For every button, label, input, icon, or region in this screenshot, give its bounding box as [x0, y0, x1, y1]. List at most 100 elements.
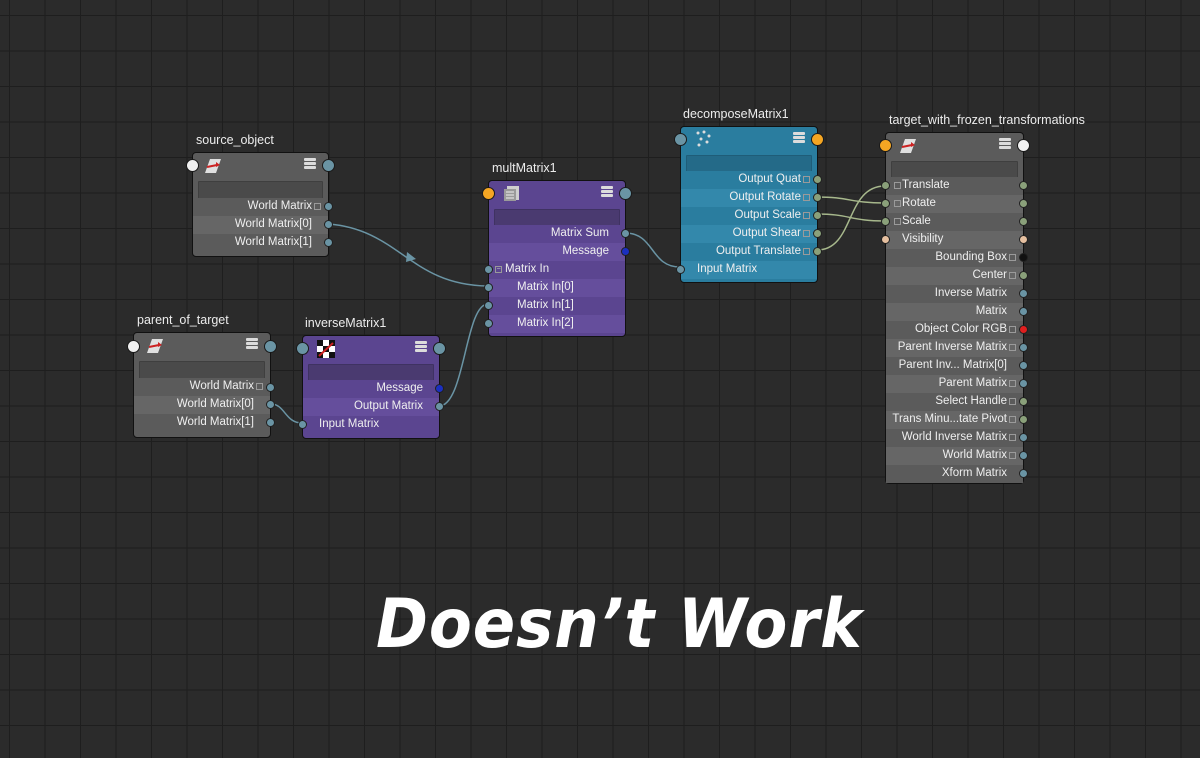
output-port[interactable]: [1019, 181, 1028, 190]
attr-row[interactable]: Object Color RGB: [886, 321, 1028, 339]
expand-icon[interactable]: [1009, 326, 1016, 333]
attr-row[interactable]: Matrix: [886, 303, 1028, 321]
attr-row[interactable]: World Matrix: [193, 198, 328, 216]
attr-row[interactable]: Output Quat: [681, 171, 822, 189]
output-port[interactable]: [813, 247, 822, 256]
node-menu-icon[interactable]: [415, 341, 427, 353]
attr-row[interactable]: Message: [303, 380, 444, 398]
attr-row[interactable]: Output Matrix: [303, 398, 444, 416]
input-port[interactable]: [482, 187, 495, 200]
expand-icon[interactable]: [803, 248, 810, 255]
output-port[interactable]: [266, 400, 275, 409]
input-port[interactable]: [881, 235, 890, 244]
attr-row[interactable]: Output Translate: [681, 243, 822, 261]
expand-icon[interactable]: [1009, 434, 1016, 441]
node-menu-icon[interactable]: [304, 158, 316, 170]
node-name-field[interactable]: [198, 181, 323, 199]
output-port[interactable]: [1019, 289, 1028, 298]
output-port[interactable]: [1019, 217, 1028, 226]
attr-row[interactable]: Inverse Matrix: [886, 285, 1028, 303]
output-port[interactable]: [1019, 379, 1028, 388]
attr-row[interactable]: Output Scale: [681, 207, 822, 225]
attr-row[interactable]: Matrix In[0]: [484, 279, 625, 297]
node-inverse-matrix[interactable]: Message Output Matrix Input Matrix: [296, 335, 446, 439]
attr-row[interactable]: Matrix In[2]: [484, 315, 625, 333]
input-port[interactable]: [127, 340, 140, 353]
attr-row-rotate[interactable]: Rotate: [881, 195, 1028, 213]
expand-icon[interactable]: [1009, 344, 1016, 351]
node-mult-matrix[interactable]: Matrix Sum Message Matrix In− Matrix In[…: [482, 180, 632, 337]
expand-icon[interactable]: [803, 194, 810, 201]
output-port[interactable]: [811, 133, 824, 146]
expand-icon[interactable]: [894, 200, 901, 207]
output-port[interactable]: [266, 418, 275, 427]
output-port[interactable]: [1019, 451, 1028, 460]
output-port[interactable]: [1019, 235, 1028, 244]
attr-row[interactable]: Parent Inverse Matrix: [886, 339, 1028, 357]
expand-icon[interactable]: [1009, 452, 1016, 459]
expand-icon[interactable]: [1009, 380, 1016, 387]
input-port[interactable]: [186, 159, 199, 172]
collapse-icon[interactable]: −: [495, 266, 502, 273]
attr-row[interactable]: Trans Minu...tate Pivot: [886, 411, 1028, 429]
expand-icon[interactable]: [894, 218, 901, 225]
attr-row[interactable]: Output Shear: [681, 225, 822, 243]
expand-icon[interactable]: [1009, 416, 1016, 423]
node-decompose-matrix[interactable]: Output Quat Output Rotate Output Scale O…: [674, 126, 824, 283]
output-port[interactable]: [621, 247, 630, 256]
output-port[interactable]: [264, 340, 277, 353]
attr-row-scale[interactable]: Scale: [881, 213, 1028, 231]
attr-row-visibility[interactable]: Visibility: [881, 231, 1028, 249]
input-port[interactable]: [484, 301, 493, 310]
input-port[interactable]: [674, 133, 687, 146]
input-port[interactable]: [881, 181, 890, 190]
attr-row[interactable]: World Matrix[0]: [134, 396, 275, 414]
expand-icon[interactable]: [894, 182, 901, 189]
output-port[interactable]: [1019, 361, 1028, 370]
output-port[interactable]: [1019, 415, 1028, 424]
attr-row[interactable]: World Matrix[1]: [193, 234, 333, 252]
output-port[interactable]: [813, 229, 822, 238]
expand-icon[interactable]: [1009, 272, 1016, 279]
input-port[interactable]: [296, 342, 309, 355]
attr-row[interactable]: World Matrix: [134, 378, 270, 396]
output-port[interactable]: [322, 159, 335, 172]
output-port[interactable]: [1019, 253, 1028, 262]
attr-row[interactable]: Parent Inv... Matrix[0]: [886, 357, 1028, 375]
attr-row[interactable]: Message: [489, 243, 630, 261]
attr-row[interactable]: Matrix Sum: [489, 225, 630, 243]
attr-row[interactable]: World Matrix[1]: [134, 414, 275, 432]
input-port[interactable]: [881, 199, 890, 208]
attr-row[interactable]: Center: [886, 267, 1028, 285]
node-menu-icon[interactable]: [246, 338, 258, 350]
output-port[interactable]: [1019, 199, 1028, 208]
attr-row[interactable]: World Matrix[0]: [193, 216, 333, 234]
input-port[interactable]: [484, 265, 493, 274]
node-parent-of-target[interactable]: World Matrix World Matrix[0] World Matri…: [127, 332, 277, 438]
input-port[interactable]: [298, 420, 307, 429]
output-port[interactable]: [813, 211, 822, 220]
expand-icon[interactable]: [1009, 398, 1016, 405]
node-menu-icon[interactable]: [793, 132, 805, 144]
node-menu-icon[interactable]: [601, 186, 613, 198]
output-port[interactable]: [433, 342, 446, 355]
output-port[interactable]: [1019, 307, 1028, 316]
output-port[interactable]: [324, 202, 333, 211]
attr-row[interactable]: Matrix In−: [484, 261, 625, 279]
expand-icon[interactable]: [1009, 254, 1016, 261]
output-port[interactable]: [324, 238, 333, 247]
input-port[interactable]: [484, 283, 493, 292]
output-port[interactable]: [1019, 433, 1028, 442]
output-port[interactable]: [1019, 325, 1028, 334]
attr-row[interactable]: Bounding Box: [886, 249, 1028, 267]
output-port[interactable]: [266, 383, 275, 392]
output-port[interactable]: [435, 402, 444, 411]
expand-icon[interactable]: [314, 203, 321, 210]
node-menu-icon[interactable]: [999, 138, 1011, 150]
node-source-object[interactable]: World Matrix World Matrix[0] World Matri…: [186, 152, 335, 257]
attr-row[interactable]: Xform Matrix: [886, 465, 1028, 483]
output-port[interactable]: [1019, 469, 1028, 478]
attr-row[interactable]: Input Matrix: [676, 261, 817, 279]
input-port[interactable]: [484, 319, 493, 328]
attr-row[interactable]: Matrix In[1]: [484, 297, 625, 315]
